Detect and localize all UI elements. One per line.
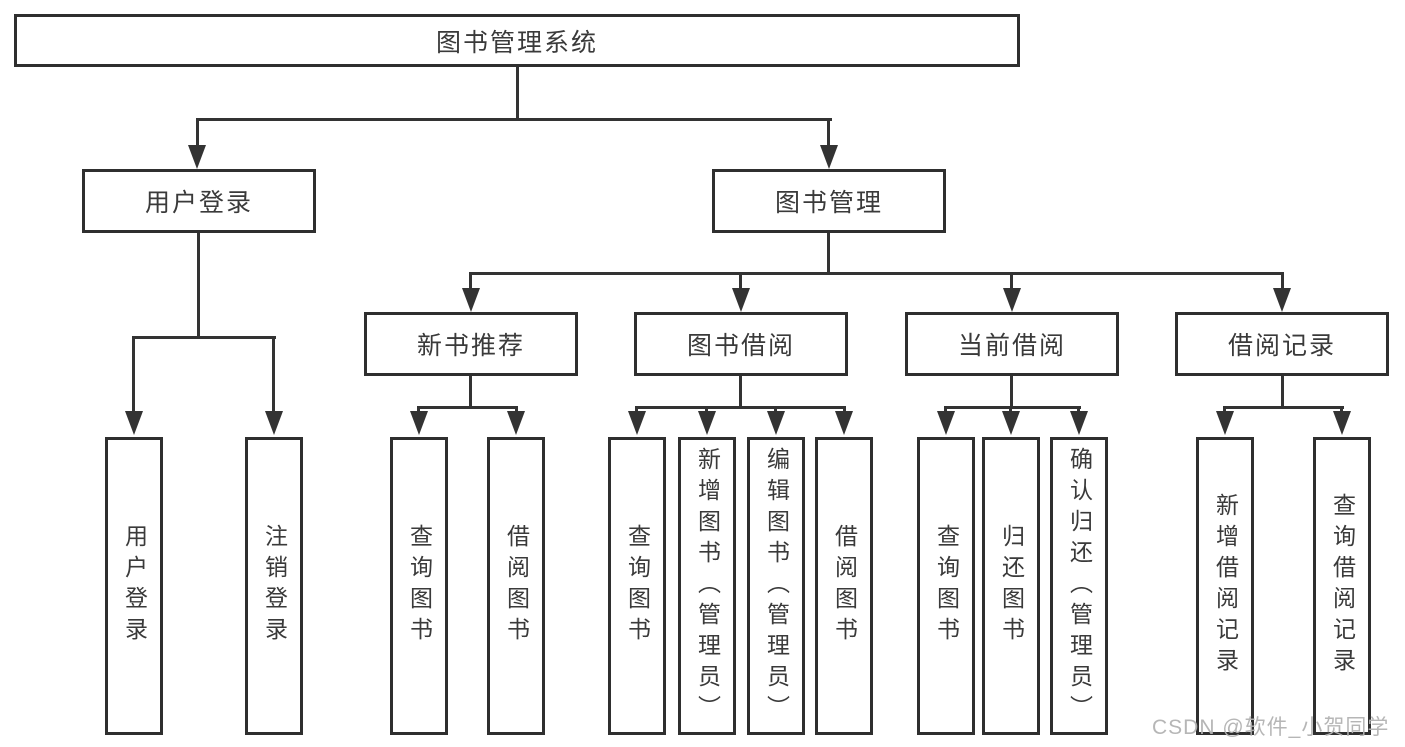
leaf-bb-add-books: 新增图书（管理员） (678, 437, 736, 735)
leaf-logout: 注销登录 (245, 437, 303, 735)
leaf-br-query-record: 查询借阅记录 (1313, 437, 1371, 735)
node-book-borrow: 图书借阅 (634, 312, 848, 376)
node-book-mgmt-label: 图书管理 (774, 189, 883, 217)
arrow-down (1070, 411, 1088, 435)
connector-line (635, 406, 846, 409)
node-borrow-records-label: 借阅记录 (1227, 332, 1336, 360)
arrow-down (265, 411, 283, 435)
connector-line (272, 336, 275, 415)
leaf-bb-query-books: 查询图书 (608, 437, 666, 735)
node-user-login: 用户登录 (82, 169, 316, 233)
node-current-borrow: 当前借阅 (905, 312, 1119, 376)
connector-line (1223, 406, 1344, 409)
arrow-down (188, 145, 206, 169)
leaf-bb-borrow-books: 借阅图书 (815, 437, 873, 735)
connector-line (739, 376, 742, 409)
connector-line (417, 406, 518, 409)
arrow-down (767, 411, 785, 435)
arrow-down (1216, 411, 1234, 435)
node-user-login-label: 用户登录 (144, 189, 253, 217)
arrow-down (732, 288, 750, 312)
connector-line (196, 118, 832, 121)
node-root-label: 图书管理系统 (435, 28, 598, 57)
leaf-cb-query-books: 查询图书 (917, 437, 975, 735)
leaf-cb-query-books-label: 查询图书 (933, 524, 960, 648)
leaf-cb-confirm-return-label: 确认归还（管理员） (1066, 446, 1093, 726)
connector-line (469, 272, 1284, 275)
connector-line (739, 272, 742, 292)
arrow-down (462, 288, 480, 312)
node-root: 图书管理系统 (14, 14, 1020, 67)
connector-line (1281, 376, 1284, 409)
leaf-br-add-record: 新增借阅记录 (1196, 437, 1254, 735)
leaf-bb-add-books-label: 新增图书（管理员） (694, 446, 721, 726)
arrow-down (507, 411, 525, 435)
arrow-down (1002, 411, 1020, 435)
leaf-user-login: 用户登录 (105, 437, 163, 735)
leaf-rec-borrow-books-label: 借阅图书 (503, 524, 530, 648)
connector-line (827, 118, 830, 148)
connector-line (944, 406, 1081, 409)
connector-line (1010, 376, 1013, 409)
leaf-rec-borrow-books: 借阅图书 (487, 437, 545, 735)
arrow-down (820, 145, 838, 169)
arrow-down (1333, 411, 1351, 435)
connector-line (197, 233, 200, 339)
connector-line (196, 118, 199, 148)
connector-line (1281, 272, 1284, 292)
leaf-bb-edit-books: 编辑图书（管理员） (747, 437, 805, 735)
node-new-book-rec-label: 新书推荐 (416, 332, 525, 360)
leaf-bb-query-books-label: 查询图书 (624, 524, 651, 648)
leaf-br-add-record-label: 新增借阅记录 (1212, 493, 1239, 679)
node-borrow-records: 借阅记录 (1175, 312, 1389, 376)
connector-line (469, 376, 472, 409)
connector-line (516, 67, 519, 121)
leaf-br-query-record-label: 查询借阅记录 (1329, 493, 1356, 679)
connector-line (827, 233, 830, 275)
node-book-borrow-label: 图书借阅 (686, 332, 795, 360)
leaf-logout-label: 注销登录 (261, 524, 288, 648)
connector-line (132, 336, 135, 415)
leaf-bb-edit-books-label: 编辑图书（管理员） (763, 446, 790, 726)
leaf-cb-confirm-return: 确认归还（管理员） (1050, 437, 1108, 735)
arrow-down (937, 411, 955, 435)
arrow-down (410, 411, 428, 435)
connector-line (469, 272, 472, 292)
leaf-cb-return-books: 归还图书 (982, 437, 1040, 735)
arrow-down (628, 411, 646, 435)
leaf-user-login-label: 用户登录 (121, 524, 148, 648)
csdn-watermark: CSDN @软件_小贺同学 (1152, 716, 1390, 739)
node-new-book-rec: 新书推荐 (364, 312, 578, 376)
leaf-rec-query-books: 查询图书 (390, 437, 448, 735)
leaf-cb-return-books-label: 归还图书 (998, 524, 1025, 648)
connector-line (132, 336, 276, 339)
node-book-mgmt: 图书管理 (712, 169, 946, 233)
arrow-down (1003, 288, 1021, 312)
arrow-down (698, 411, 716, 435)
connector-line (1010, 272, 1013, 292)
node-current-borrow-label: 当前借阅 (957, 332, 1066, 360)
leaf-rec-query-books-label: 查询图书 (406, 524, 433, 648)
leaf-bb-borrow-books-label: 借阅图书 (831, 524, 858, 648)
arrow-down (125, 411, 143, 435)
arrow-down (1273, 288, 1291, 312)
arrow-down (835, 411, 853, 435)
